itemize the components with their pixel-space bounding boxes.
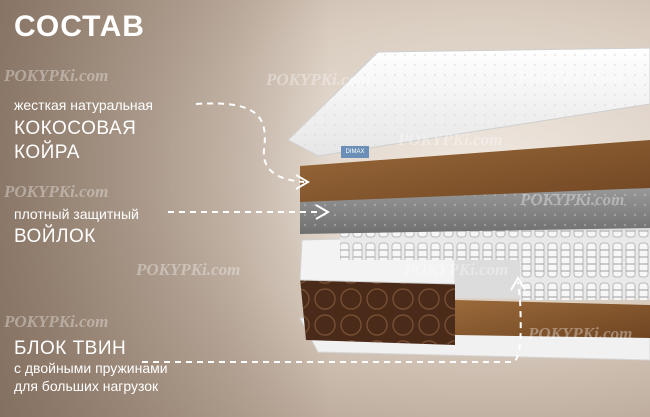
watermark: POKYPKi.com (4, 182, 109, 201)
watermark: POKYPKi.com (4, 312, 109, 331)
watermark: POKYPKi.com (136, 260, 241, 279)
watermark: POKYPKi.com (528, 324, 633, 343)
watermark: POKYPKi.com (4, 66, 109, 85)
watermark: POKYPKi.com (520, 190, 625, 209)
brand-badge: DIMAX (341, 146, 369, 158)
coir-layer (300, 140, 650, 202)
felt-heading: ВОЙЛОК (14, 226, 96, 247)
block-heading: БЛОК ТВИН (14, 338, 127, 359)
page-title: СОСТАВ (14, 10, 145, 43)
watermark: POKYPKi.com (266, 70, 371, 89)
coir-heading-line-2: КОЙРА (14, 142, 80, 163)
lower-coir-layer (455, 300, 650, 338)
coir-arrow (195, 102, 305, 183)
watermark: POKYPKi.com (398, 130, 503, 149)
coir-caption: жесткая натуральная (14, 97, 154, 113)
coir-heading-line-1: КОКОСОВАЯ (14, 118, 137, 139)
felt-caption: плотный защитный (14, 206, 139, 222)
spring-arrow (142, 281, 522, 363)
block-caption-line-2: для больших нагрузок (14, 378, 159, 394)
watermark: POKYPKi.com (518, 68, 623, 87)
watermark: POKYPKi.com (404, 260, 509, 279)
block-caption-line-1: с двойными пружинами (14, 360, 168, 376)
